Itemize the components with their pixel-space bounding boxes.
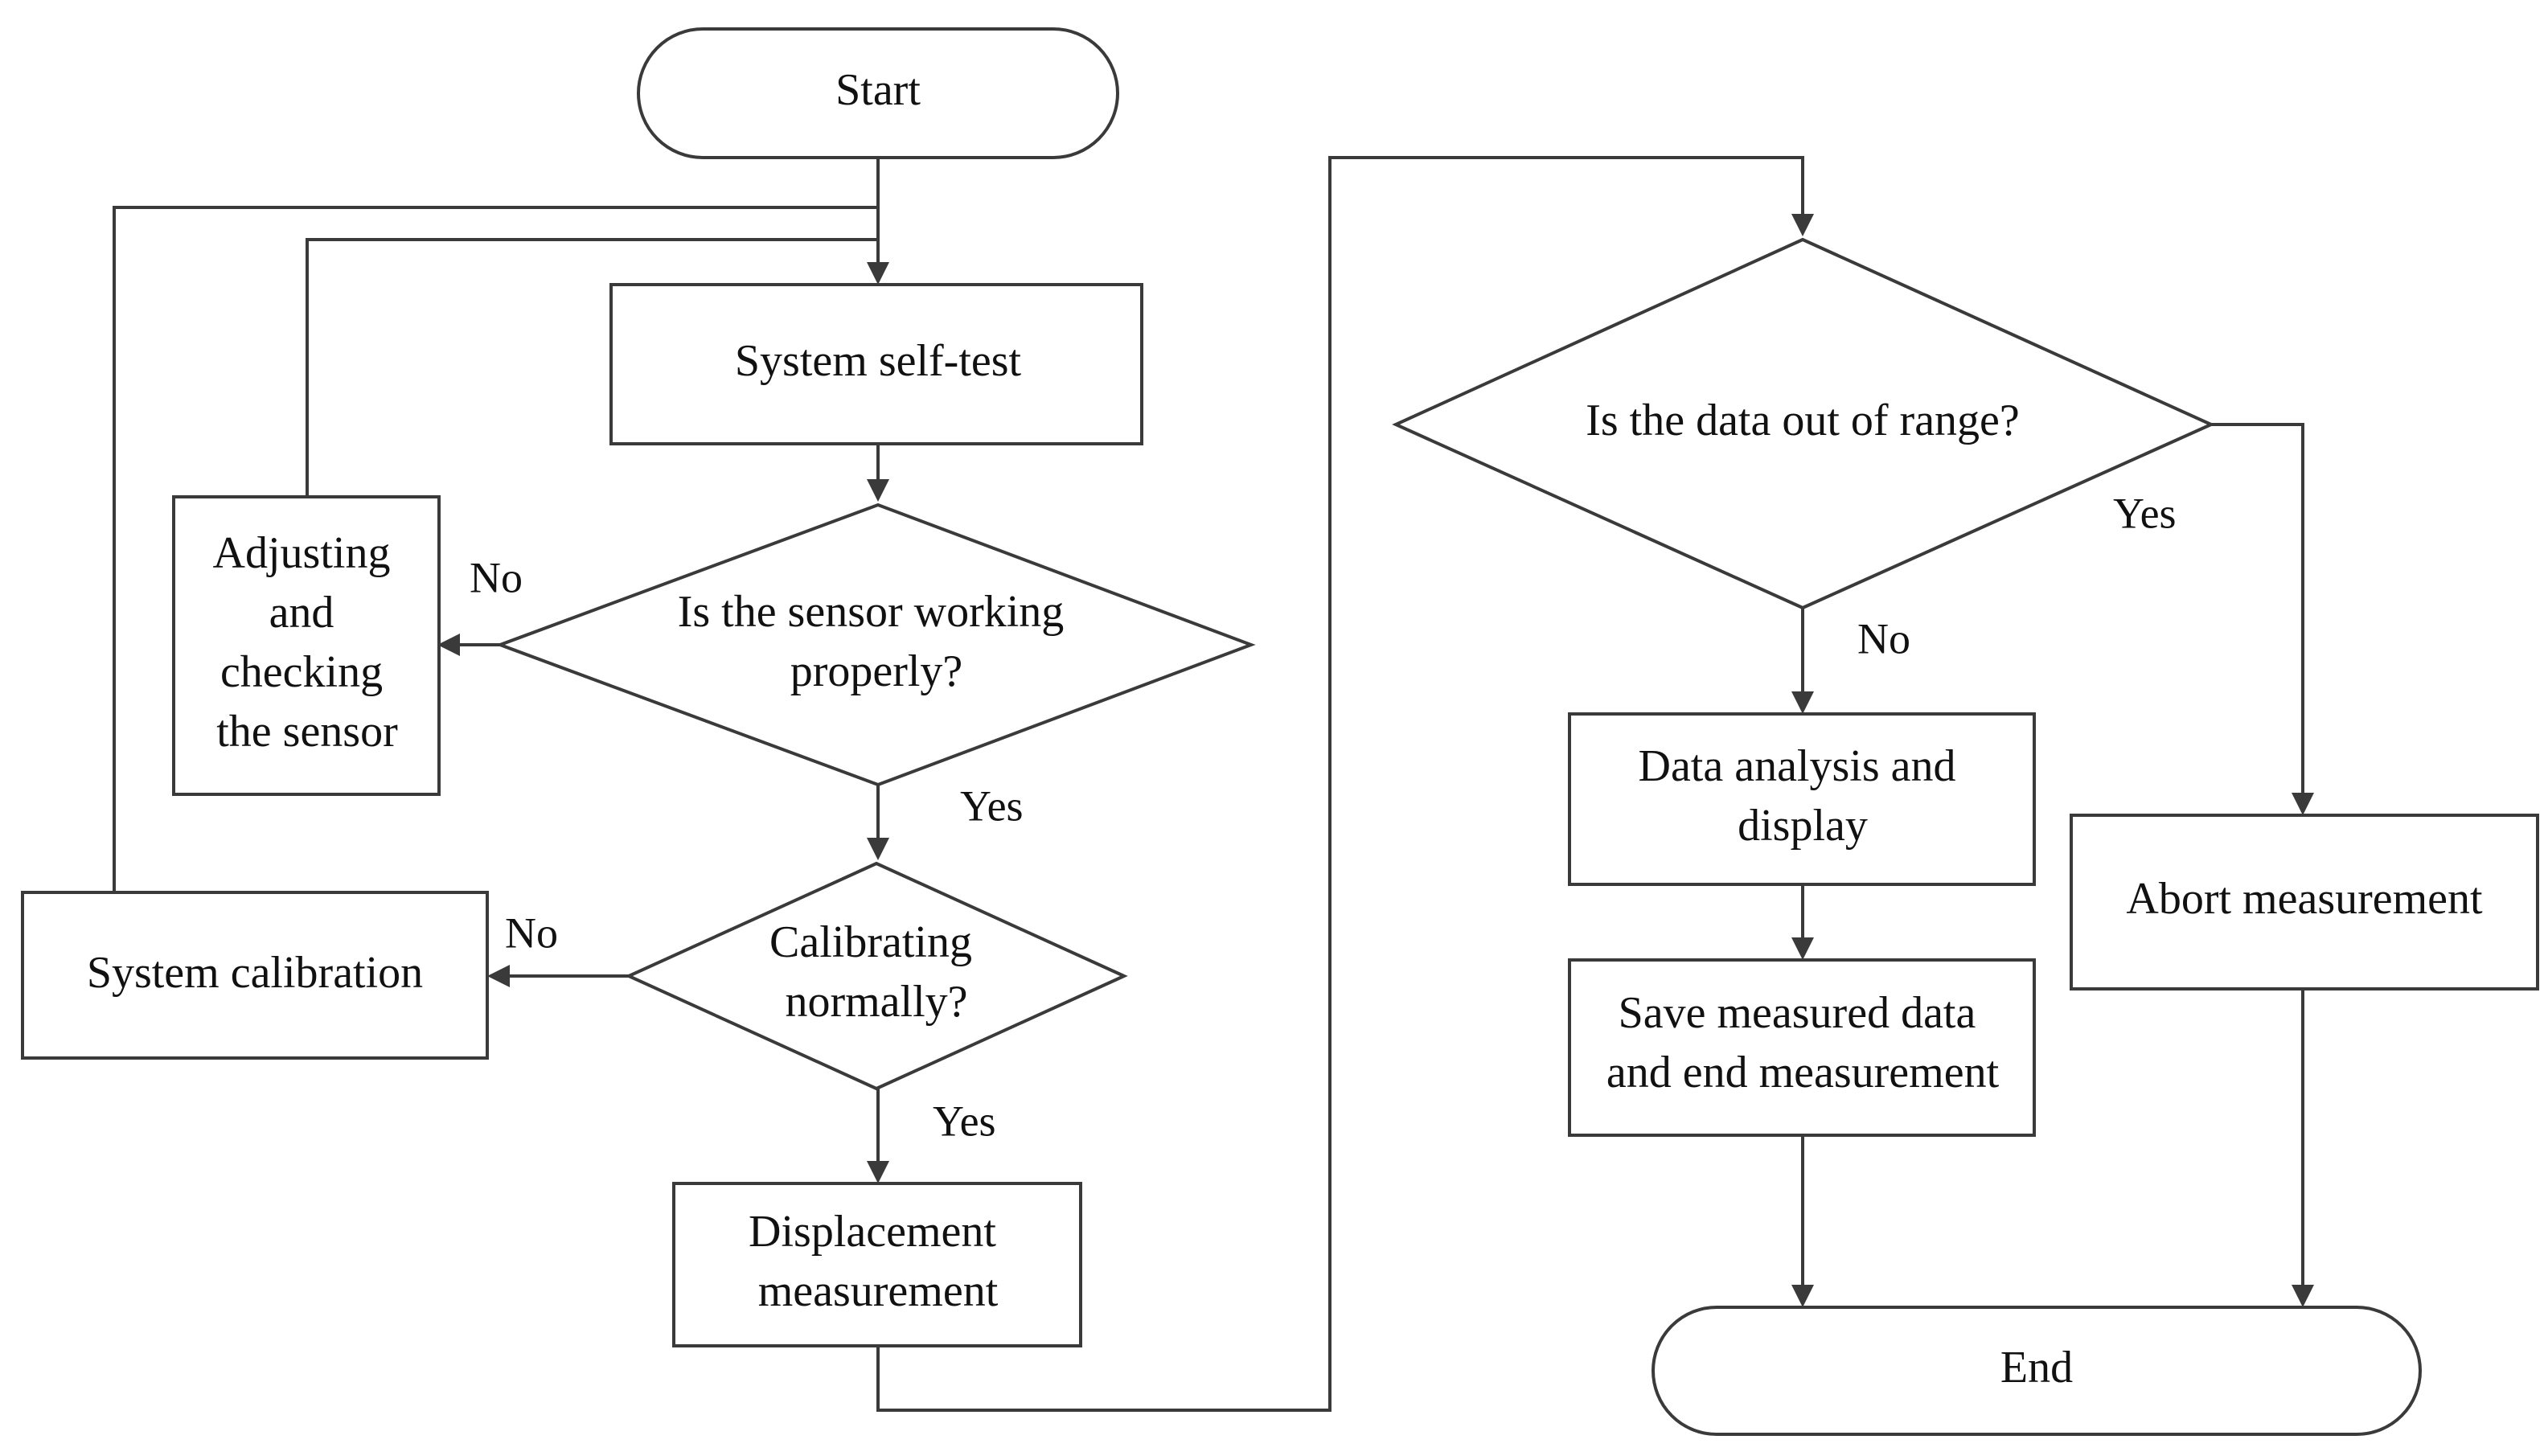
displacement-measurement-box bbox=[672, 1182, 1082, 1347]
range-check-decision bbox=[1392, 237, 2215, 610]
calibrating-check-decision bbox=[625, 861, 1128, 1091]
sensor-yes-label: Yes bbox=[960, 781, 1024, 830]
range-no-label: No bbox=[1857, 614, 1910, 662]
arrowhead-abort bbox=[2292, 793, 2314, 815]
self-test-label: System self-test bbox=[735, 336, 1022, 386]
system-calibration-box bbox=[21, 891, 489, 1060]
start-label: Start bbox=[835, 65, 921, 115]
abort-measurement-box bbox=[2070, 814, 2539, 990]
abort-measurement-label: Abort measurement bbox=[2126, 874, 2483, 924]
edge-displacement-to-rangecheck bbox=[876, 156, 1804, 1412]
end-terminal bbox=[1652, 1306, 2422, 1436]
edge-rangecheck-yes bbox=[2211, 423, 2304, 796]
edge-adjust-loop bbox=[306, 238, 878, 497]
arrowhead-rangecheck bbox=[1791, 214, 1814, 236]
sensor-check-label: Is the sensor working properly? bbox=[678, 587, 1076, 696]
calib-yes-label: Yes bbox=[933, 1097, 996, 1145]
arrowhead-analysis bbox=[1791, 691, 1814, 714]
arrowhead-calibration bbox=[487, 965, 510, 987]
adjust-sensor-label: Adjusting and checking the sensor bbox=[213, 528, 402, 757]
save-data-box bbox=[1568, 958, 2036, 1137]
arrowhead-end-left bbox=[1791, 1285, 1814, 1307]
sensor-check-decision bbox=[495, 502, 1256, 787]
displacement-measurement-label: Displacement measurement bbox=[749, 1207, 1007, 1316]
data-analysis-label: Data analysis and display bbox=[1639, 741, 1967, 851]
range-yes-label: Yes bbox=[2113, 489, 2177, 537]
arrowhead-adjust bbox=[437, 634, 460, 656]
start-terminal bbox=[637, 27, 1119, 159]
arrowhead-save bbox=[1791, 937, 1814, 960]
edge-calibration-loop bbox=[113, 206, 878, 892]
range-check-label: Is the data out of range? bbox=[1586, 396, 2020, 445]
arrowhead-sensorcheck bbox=[867, 479, 889, 502]
arrowhead-calibcheck bbox=[867, 838, 889, 860]
sensor-no-label: No bbox=[470, 553, 523, 601]
arrowhead-displacement bbox=[867, 1161, 889, 1183]
calib-no-label: No bbox=[505, 908, 558, 957]
arrowhead-end-right bbox=[2292, 1285, 2314, 1307]
end-label: End bbox=[2000, 1343, 2073, 1392]
system-calibration-label: System calibration bbox=[87, 948, 423, 998]
save-data-label: Save measured data and end measurement bbox=[1606, 988, 2000, 1097]
self-test-box bbox=[609, 283, 1143, 445]
arrowhead-selftest bbox=[867, 262, 889, 285]
calibrating-check-label: Calibrating normally? bbox=[769, 917, 983, 1027]
adjust-sensor-box bbox=[172, 495, 441, 796]
data-analysis-box bbox=[1568, 712, 2036, 886]
